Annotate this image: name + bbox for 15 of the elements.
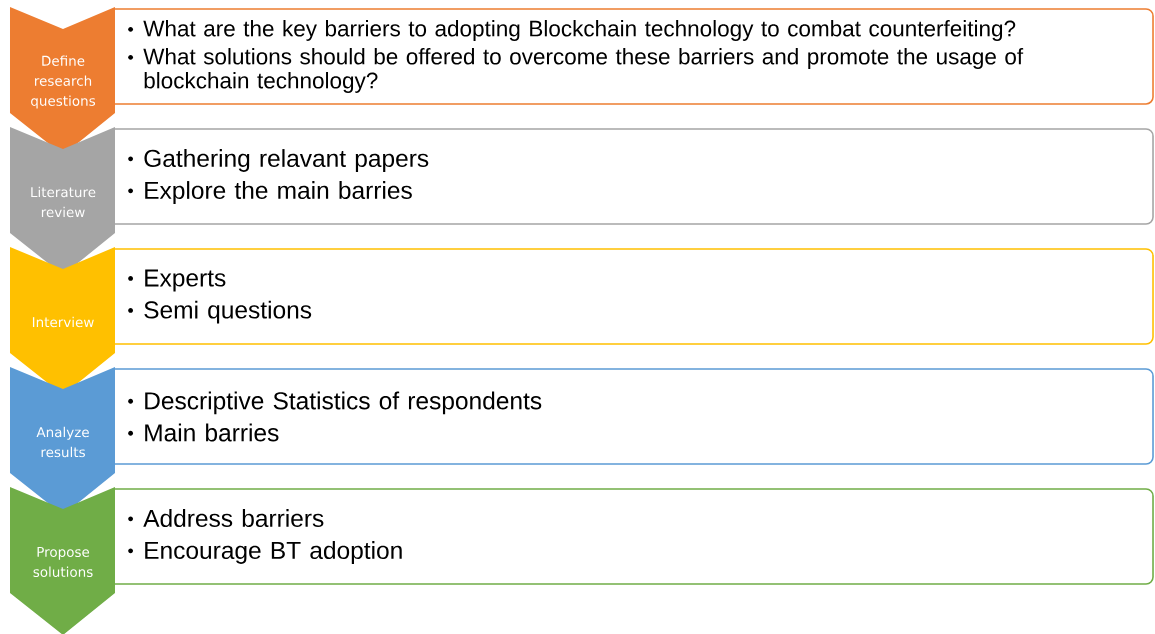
node-label: Explore the main barries bbox=[145, 181, 412, 204]
node-label: Address barriers bbox=[143, 509, 324, 528]
step-box: Descriptive Statistics of respondents Main barries bbox=[114, 368, 1154, 465]
node-label: Gathering relavant papers bbox=[144, 149, 429, 172]
step-box: Address barriers Encourage BT adoption bbox=[114, 488, 1154, 585]
node-label: Main barries bbox=[145, 423, 279, 442]
step-box: Gathering relavant papers Explore the main barries bbox=[114, 128, 1154, 225]
node-label: Semi questions bbox=[144, 300, 312, 324]
node-label: Experts bbox=[145, 269, 226, 292]
node-label: What are the key barriers to adopting Blockchain technology to combat counterfeiting? bbox=[143, 20, 1016, 41]
node-label: What solutions should be offered to overcome these barriers and promote the usage of blockchain technology? bbox=[143, 48, 1024, 93]
step-box: What are the key barriers to adopting Blockchain technology to combat counterfeiting? What solutions should be offered to overcome these barriers and promote the usage of blockchain technology? bbox=[114, 8, 1154, 105]
node-label: Descriptive Statistics of respondents bbox=[145, 391, 542, 415]
node-label: Encourage BT adoption bbox=[145, 541, 402, 564]
step-box: Experts Semi questions bbox=[114, 248, 1154, 345]
